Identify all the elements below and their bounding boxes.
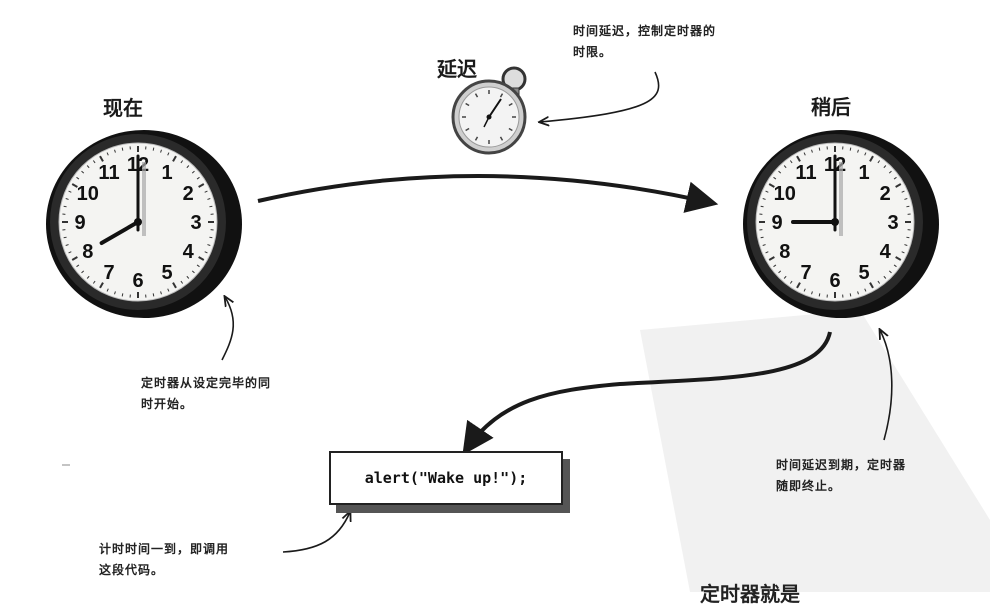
code-box: alert("Wake up!");: [329, 451, 563, 505]
note-code-line-1: 计时时间一到，即调用: [99, 539, 229, 560]
clock-number: 11: [98, 162, 119, 184]
clock-number: 10: [77, 183, 99, 205]
delay-pointer-arrow: [540, 72, 659, 122]
clock-tick: [153, 148, 154, 151]
clock-number: 10: [774, 183, 796, 205]
clock-pin: [831, 218, 839, 226]
clock-number: 3: [887, 212, 898, 234]
clock-tick: [761, 237, 764, 238]
note-start: 定时器从设定完毕的同 时开始。: [141, 373, 271, 415]
note-code: 计时时间一到，即调用 这段代码。: [99, 539, 229, 581]
note-end-line-2: 随即终止。: [776, 476, 906, 497]
clock-number: 7: [103, 262, 114, 284]
clock-tick: [153, 293, 154, 296]
clock-tick: [122, 293, 123, 296]
label-delay: 延迟: [437, 53, 477, 82]
clock-tick: [122, 148, 123, 151]
clock-number: 7: [800, 262, 811, 284]
clock-number: 6: [132, 270, 143, 292]
clock-number: 4: [880, 241, 892, 263]
start-pointer-arrow: [222, 297, 233, 360]
note-start-line-2: 时开始。: [141, 394, 271, 415]
note-end: 时间延迟到期，定时器 随即终止。: [776, 455, 906, 497]
clock-tick: [64, 206, 67, 207]
code-pointer-arrow: [283, 512, 350, 552]
clock-number: 9: [74, 212, 85, 234]
clock-number: 2: [183, 183, 194, 205]
clock-tick: [850, 293, 851, 296]
code-statement: alert("Wake up!");: [365, 469, 528, 487]
note-delay-line-2: 时限。: [573, 42, 716, 63]
footer-fragment: 定时器就是: [700, 578, 800, 607]
note-delay-line-1: 时间延迟，控制定时器的: [573, 21, 716, 42]
clock-later: 121234567891011: [743, 130, 939, 318]
clock-number: 11: [795, 162, 816, 184]
clock-number: 8: [82, 241, 93, 263]
clock-tick: [819, 293, 820, 296]
note-code-line-2: 这段代码。: [99, 560, 229, 581]
clock-number: 1: [858, 162, 869, 184]
clock-number: 5: [858, 262, 869, 284]
clock-tick: [850, 148, 851, 151]
note-delay: 时间延迟，控制定时器的 时限。: [573, 21, 716, 63]
clock-number: 3: [190, 212, 201, 234]
clock-number: 1: [161, 162, 172, 184]
clock-number: 8: [779, 241, 790, 263]
clock-pin: [134, 218, 142, 226]
clock-tick: [906, 237, 909, 238]
clock-number: 6: [829, 270, 840, 292]
clock-now: 121234567891011: [46, 130, 242, 318]
timeline-arrow: [258, 176, 712, 203]
clock-tick: [819, 148, 820, 151]
clock-number: 4: [183, 241, 195, 263]
clock-tick: [64, 237, 67, 238]
note-end-line-1: 时间延迟到期，定时器: [776, 455, 906, 476]
label-now: 现在: [103, 92, 143, 121]
clock-number: 9: [771, 212, 782, 234]
label-later: 稍后: [811, 91, 851, 120]
note-start-line-1: 定时器从设定完毕的同: [141, 373, 271, 394]
clock-tick: [209, 237, 212, 238]
clock-number: 5: [161, 262, 172, 284]
clock-number: 2: [880, 183, 891, 205]
clock-tick: [761, 206, 764, 207]
clock-tick: [906, 206, 909, 207]
clock-tick: [209, 206, 212, 207]
